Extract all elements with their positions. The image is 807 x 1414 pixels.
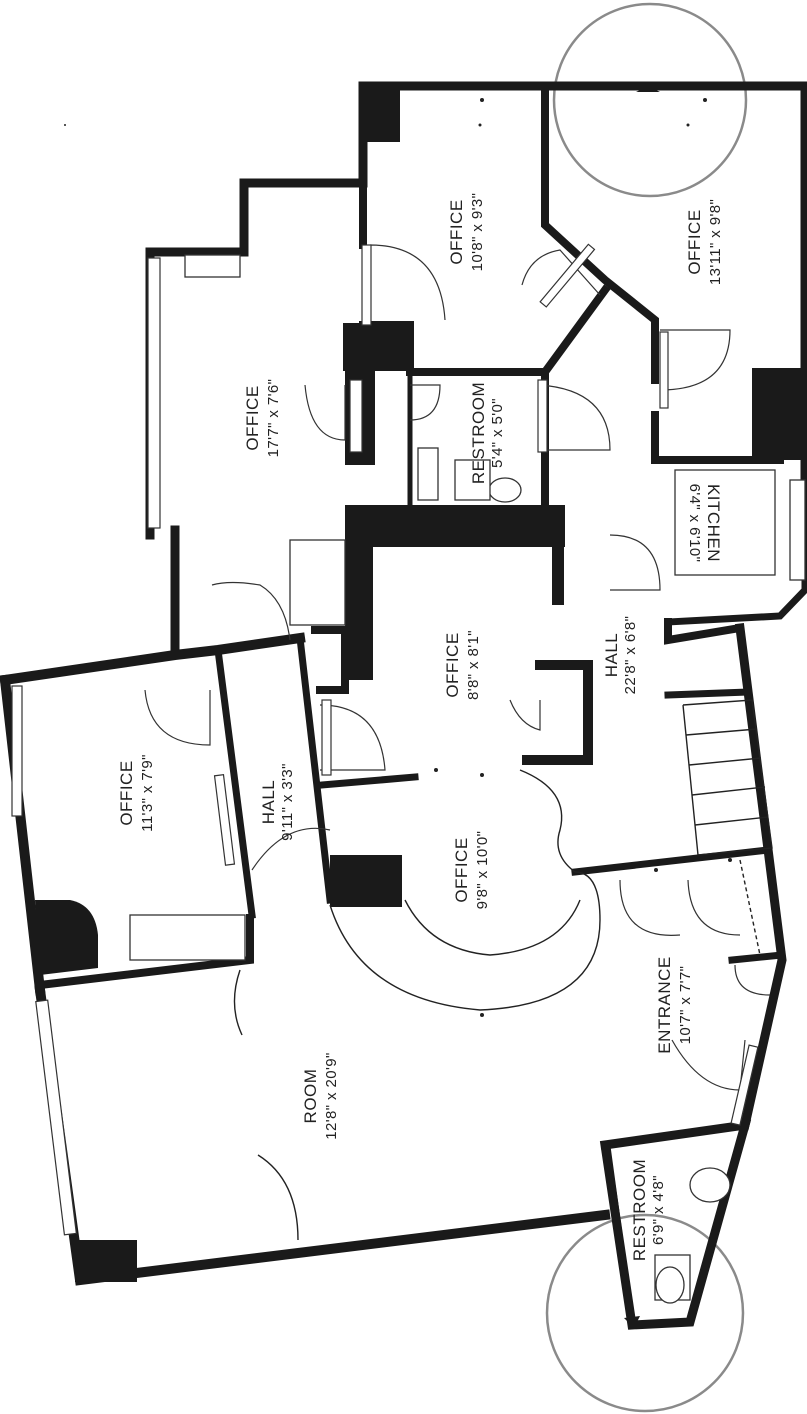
fixtures [129,254,806,1304]
svg-text:HALL: HALL [259,780,278,825]
svg-text:11'3" x 7'9": 11'3" x 7'9" [139,754,156,832]
svg-text:6'4" x 6'10": 6'4" x 6'10" [686,484,703,563]
reference-dots [64,98,732,1017]
label-hall-left: HALL 9'11" x 3'3" [259,763,296,841]
svg-text:10'7" x 7'7": 10'7" x 7'7" [677,966,694,1045]
windows [213,243,759,1126]
svg-text:RESTROOM: RESTROOM [469,382,488,484]
svg-text:8'8" x 8'1": 8'8" x 8'1" [465,630,482,700]
label-office-top-mid: OFFICE 10'8" x 9'3" [447,193,486,272]
label-office-top-right: OFFICE 13'11" x 9'8" [685,199,724,285]
curved-walls [233,769,601,1241]
svg-text:RESTROOM: RESTROOM [630,1159,649,1261]
stairs [682,699,773,956]
label-office-top-left: OFFICE 17'7" x 7'6" [243,379,282,458]
label-room: ROOM 12'8" x 20'9" [301,1052,340,1139]
exterior-walls [0,81,807,1330]
svg-text:12'8" x 20'9": 12'8" x 20'9" [323,1052,340,1139]
svg-text:10'8" x 9'3": 10'8" x 9'3" [469,193,486,272]
label-restroom-bottom: RESTROOM 6'9" x 4'8" [630,1159,667,1261]
svg-text:6'9" x 4'8": 6'9" x 4'8" [650,1175,667,1245]
label-office-left: OFFICE 11'3" x 7'9" [117,754,156,832]
label-office-center: OFFICE 8'8" x 8'1" [443,630,482,700]
svg-text:OFFICE: OFFICE [685,209,704,274]
svg-text:22'8" x 6'8": 22'8" x 6'8" [622,616,639,695]
svg-text:17'7" x 7'6": 17'7" x 7'6" [265,379,282,458]
room-labels: OFFICE 17'7" x 7'6" OFFICE 10'8" x 9'3" … [117,193,724,1261]
svg-text:ENTRANCE: ENTRANCE [655,956,674,1054]
svg-text:OFFICE: OFFICE [243,385,262,450]
svg-text:9'8" x 10'0": 9'8" x 10'0" [474,831,491,910]
svg-text:OFFICE: OFFICE [117,760,136,825]
svg-text:5'4" x 5'0": 5'4" x 5'0" [489,398,506,468]
svg-text:13'11" x 9'8": 13'11" x 9'8" [707,199,724,285]
svg-text:OFFICE: OFFICE [443,632,462,697]
svg-text:HALL: HALL [602,633,621,678]
svg-text:ROOM: ROOM [301,1069,320,1124]
view-marker-top [552,2,748,198]
svg-text:9'11" x 3'3": 9'11" x 3'3" [279,763,296,841]
label-kitchen: KITCHEN 6'4" x 6'10" [686,484,723,563]
svg-text:KITCHEN: KITCHEN [704,484,723,562]
label-entrance: ENTRANCE 10'7" x 7'7" [655,956,694,1054]
label-restroom-top: RESTROOM 5'4" x 5'0" [469,382,506,484]
svg-text:OFFICE: OFFICE [452,837,471,902]
label-hall-right: HALL 22'8" x 6'8" [602,616,639,695]
label-office-lower-center: OFFICE 9'8" x 10'0" [452,831,491,910]
svg-text:OFFICE: OFFICE [447,199,466,264]
